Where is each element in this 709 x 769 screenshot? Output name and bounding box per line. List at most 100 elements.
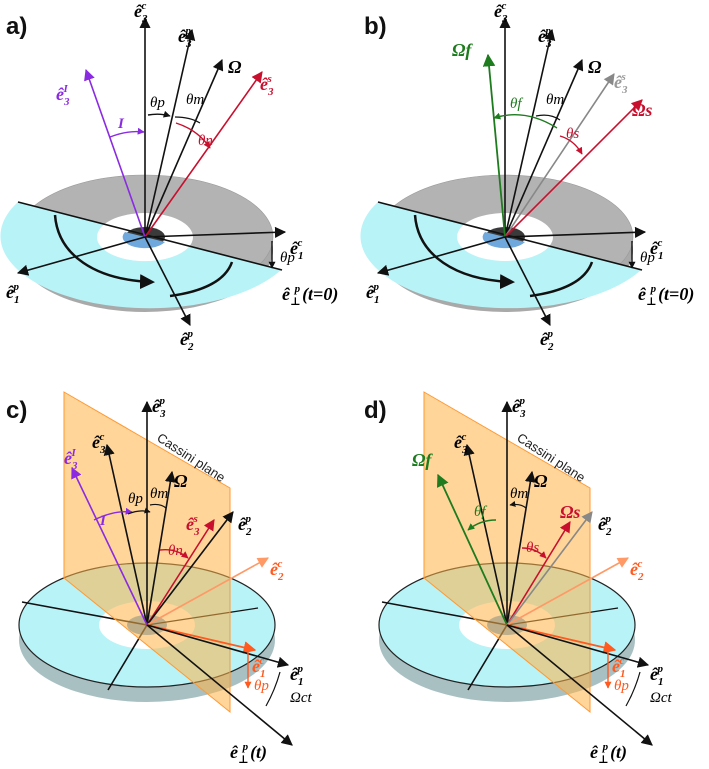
e1c-vector — [504, 226, 647, 238]
e1c-label: ê1c — [650, 237, 664, 262]
angle-label-theta-m: θm — [186, 92, 204, 108]
e3c-label: ê3c — [494, 0, 508, 25]
e3c-vector — [103, 443, 148, 626]
omega-label: Ω — [534, 471, 548, 491]
omega-label: Ω — [174, 471, 188, 491]
panel-b: b) ê3c ê3p Ω ê3s Ωs Ωf ê1c ê1p — [360, 0, 694, 353]
omega-s-vector — [504, 99, 643, 238]
e3p-label: ê3p — [512, 395, 526, 420]
angle-arc-theta-p — [127, 507, 151, 515]
angle-arc-theta-m — [174, 116, 201, 124]
angle-label-theta-m: θm — [510, 486, 528, 502]
angle-arc-omega-c-t — [625, 671, 641, 707]
omega-vector — [144, 58, 224, 238]
angle-label-theta-p2: θp — [254, 678, 269, 694]
angle-label-I: I — [99, 513, 107, 529]
e3s-vector — [146, 519, 215, 626]
angle-arc-theta-s — [521, 547, 547, 559]
angle-label-theta-m: θm — [150, 486, 168, 502]
e1c-label: ê1c — [612, 655, 626, 680]
panel-c: c) Cassini plane ê3p ê3c Ω — [6, 391, 313, 766]
eperp-vector — [146, 624, 293, 746]
angle-arc-theta-m — [149, 503, 167, 509]
eperp-label: ê⊥p(t=0) — [638, 283, 694, 308]
eperp-label: ê⊥p(t) — [590, 741, 627, 766]
e1c-label: ê1c — [290, 237, 304, 262]
omega-vector — [504, 58, 584, 238]
panel-label: a) — [6, 13, 27, 40]
angle-label-theta-p: θp — [128, 491, 143, 507]
e3c-label: ê3c — [454, 431, 468, 456]
angle-arc-theta-s — [559, 135, 583, 155]
rotation-arrow-icon — [413, 214, 515, 290]
omega-label: Ω — [228, 57, 242, 77]
angle-arc-omega-c-t — [265, 671, 281, 707]
angle-label-theta-s: θs — [526, 540, 539, 556]
panel-label: b) — [364, 13, 387, 40]
angle-label-theta-p2: θp — [614, 678, 629, 694]
e1p-vector — [376, 236, 506, 276]
panel-d: d) Cassini plane ê3p ê3c Ω Ωf Ωs — [364, 391, 673, 766]
angle-label-I: I — [117, 116, 125, 132]
angle-label-theta-p: θp — [150, 95, 165, 111]
angle-label-theta-n: θn — [168, 543, 183, 559]
e1c-vector — [144, 226, 287, 238]
e3c-vector — [463, 443, 508, 626]
omega-vector — [146, 470, 176, 626]
angle-label-theta-m: θm — [546, 92, 564, 108]
omega-vector — [506, 470, 536, 626]
angle-arc-theta-m — [535, 114, 561, 121]
e2p-vector — [504, 236, 551, 326]
panel-label: c) — [6, 397, 27, 424]
e3s-vector — [504, 73, 615, 238]
angle-label-theta-s: θs — [566, 126, 579, 142]
omega-s-label: Ωs — [560, 502, 580, 522]
omega-s-label: Ωs — [632, 100, 652, 120]
panel-a: a) ê3c ê3p — [0, 0, 338, 353]
e1c-vector — [506, 624, 617, 654]
e3p-vector — [144, 28, 196, 238]
omega-f-vector — [437, 473, 508, 626]
panel-label: d) — [364, 397, 387, 424]
e1p-label: ê1p — [290, 663, 304, 688]
e2p-vector — [506, 511, 593, 626]
e2c-label: ê2c — [630, 558, 644, 583]
e3I-label: ê3I — [64, 447, 78, 472]
angle-arc-theta-f — [467, 519, 497, 531]
e3s-label: ê3s — [260, 73, 274, 98]
e3I-vector — [71, 466, 148, 626]
angle-label-theta-f: θf — [510, 96, 523, 112]
eperp-vector — [506, 624, 653, 746]
e2p-label: ê2p — [598, 513, 612, 538]
rotation-arc — [529, 261, 594, 298]
e3s-vector — [144, 71, 263, 238]
e2c-label: ê2c — [270, 558, 284, 583]
node-line — [377, 201, 643, 271]
angle-arc-I — [109, 127, 145, 138]
e3I-vector — [84, 68, 146, 238]
angle-label-theta-p2: θp — [640, 250, 655, 266]
e2p-label: ê2p — [180, 328, 194, 353]
e3p-label: ê3p — [538, 25, 552, 50]
e2p-label: ê2p — [540, 328, 554, 353]
e1p-label: ê1p — [366, 281, 380, 306]
angle-label-omega-c-t: Ωct — [290, 690, 313, 706]
rotation-arrow-icon — [53, 214, 155, 290]
angle-arc-I — [93, 507, 133, 521]
omega-f-label: Ωf — [412, 450, 433, 470]
e1p-label: ê1p — [6, 281, 20, 306]
e3c-label: ê3c — [134, 0, 148, 25]
omega-f-vector — [482, 53, 506, 238]
node-line — [17, 201, 283, 271]
e3p-label: ê3p — [178, 25, 192, 50]
e3p-vector — [504, 28, 556, 238]
angle-label-theta-n: θn — [198, 133, 213, 149]
angle-label-theta-p2: θp — [280, 250, 295, 266]
angle-arc-theta-n — [175, 122, 211, 149]
e1p-vector — [506, 624, 650, 668]
e3p-label: ê3p — [152, 395, 166, 420]
e1c-label: ê1c — [252, 655, 266, 680]
omega-s-vector — [506, 521, 571, 626]
e2p-vector — [146, 511, 234, 626]
